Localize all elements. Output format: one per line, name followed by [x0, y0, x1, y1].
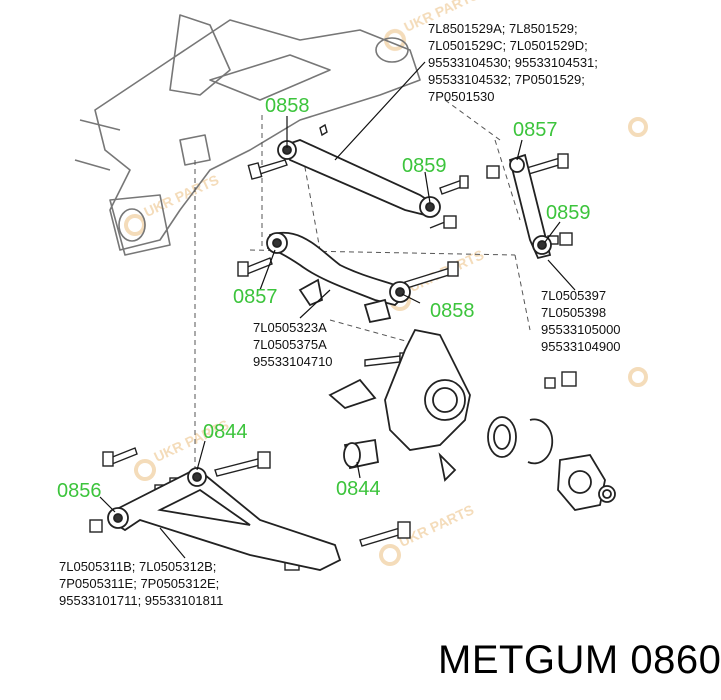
part-number-line: 95533101711; 95533101811: [59, 593, 224, 608]
part-number-line: 7L8501529A; 7L8501529;: [428, 21, 578, 36]
code-label-0858: 0858: [265, 95, 310, 117]
part-number-line: 95533104900: [541, 339, 621, 354]
part-numbers-bottom: 7L0505311B; 7L0505312B; 7P0505311E; 7P05…: [59, 558, 223, 609]
part-numbers-middle: 7L0505323A 7L0505375A 95533104710: [253, 319, 333, 370]
middle-arm: [266, 231, 411, 324]
subframe: [74, 14, 421, 256]
code-label-0859: 0859: [546, 202, 591, 224]
toe-link: [508, 153, 552, 260]
product-title: METGUM 0860: [438, 638, 721, 682]
code-label-0858: 0858: [430, 300, 475, 322]
diagram-drawing: UKR PARTS UKR PARTS UKR PARTS UKR PARTS …: [74, 0, 648, 571]
guide-lines: [194, 99, 531, 470]
code-label-0856: 0856: [57, 480, 102, 502]
part-number-line: 7L0505311B; 7L0505312B;: [59, 559, 217, 574]
part-numbers-right: 7L0505397 7L0505398 95533105000 95533104…: [541, 287, 621, 355]
part-number-line: 95533104710: [253, 354, 333, 369]
part-number-line: 7L0505397: [541, 288, 607, 303]
part-number-line: 7L0505375A: [253, 337, 327, 352]
part-number-line: 7L0505398: [541, 305, 607, 320]
lower-wishbone: [107, 467, 342, 571]
leader-lines: [99, 61, 576, 559]
code-label-0857: 0857: [233, 286, 278, 308]
part-number-line: 95533105000: [541, 322, 621, 337]
part-numbers-top: 7L8501529A; 7L8501529; 7L0501529C; 7L050…: [428, 20, 598, 105]
wheel-carrier: [328, 328, 471, 482]
suspension-diagram: UKR PARTS UKR PARTS UKR PARTS UKR PARTS …: [57, 0, 721, 682]
part-number-line: 7P0501530: [428, 89, 495, 104]
bolts: [89, 123, 577, 571]
part-number-line: 95533104532; 7P0501529;: [428, 72, 585, 87]
hub-assembly: [487, 416, 616, 511]
code-label-0857: 0857: [513, 119, 558, 141]
upper-link: [277, 139, 441, 218]
part-number-line: 7L0501529C; 7L0501529D;: [428, 38, 588, 53]
code-label-0859: 0859: [402, 155, 447, 177]
part-number-line: 7P0505311E; 7P0505312E;: [59, 576, 220, 591]
code-label-0844: 0844: [203, 421, 248, 443]
part-number-line: 7L0505323A: [253, 320, 327, 335]
code-label-0844: 0844: [336, 478, 381, 500]
part-number-line: 95533104530; 95533104531;: [428, 55, 598, 70]
